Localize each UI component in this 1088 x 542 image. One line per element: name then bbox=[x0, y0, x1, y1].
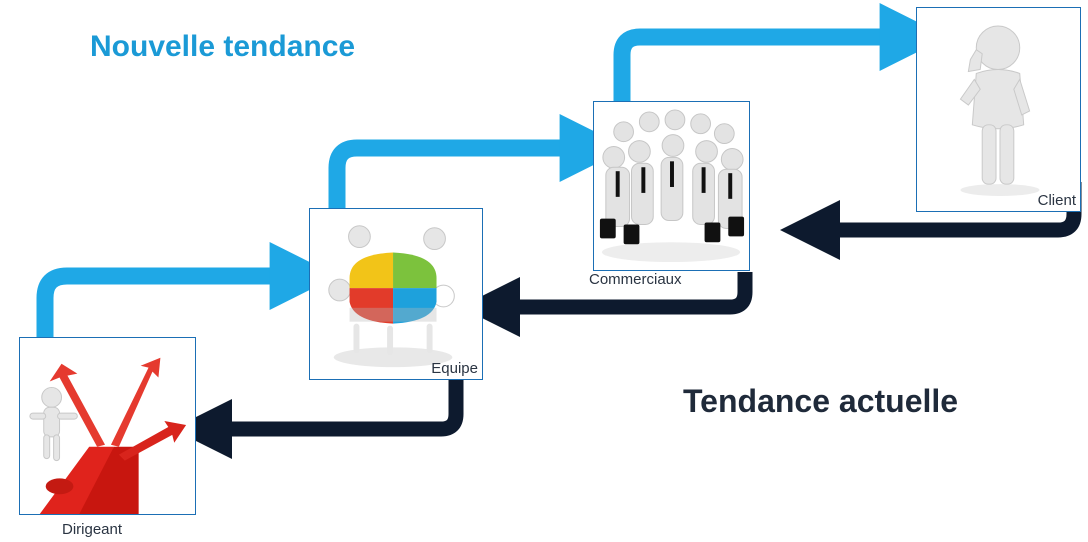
commerciaux-label: Commerciaux bbox=[589, 271, 682, 288]
equipe-label: Equipe bbox=[431, 360, 478, 377]
arrow-commerciaux-to-equipe bbox=[460, 272, 753, 337]
team-puzzle-icon bbox=[328, 225, 455, 368]
current-trend-title: Tendance actuelle bbox=[683, 383, 959, 419]
new-trend-title: Nouvelle tendance bbox=[90, 30, 356, 63]
node-client[interactable]: Client bbox=[916, 7, 1081, 212]
client-thumbs-up-icon bbox=[959, 25, 1040, 196]
sales-team-icon bbox=[599, 109, 745, 263]
client-label: Client bbox=[1037, 192, 1076, 209]
node-commerciaux[interactable] bbox=[593, 101, 750, 271]
arrow-commerciaux-to-client bbox=[613, 3, 948, 102]
arrow-dirigeant-to-equipe bbox=[36, 242, 338, 338]
arrow-equipe-to-dirigeant bbox=[172, 378, 464, 459]
node-dirigeant[interactable] bbox=[19, 337, 196, 515]
arrow-equipe-to-commerciaux bbox=[328, 114, 628, 208]
arrow-client-to-commerciaux bbox=[780, 182, 1082, 260]
node-equipe[interactable]: Equipe bbox=[309, 208, 483, 380]
leader-arrows-icon bbox=[29, 357, 187, 514]
dirigeant-label: Dirigeant bbox=[62, 521, 123, 538]
